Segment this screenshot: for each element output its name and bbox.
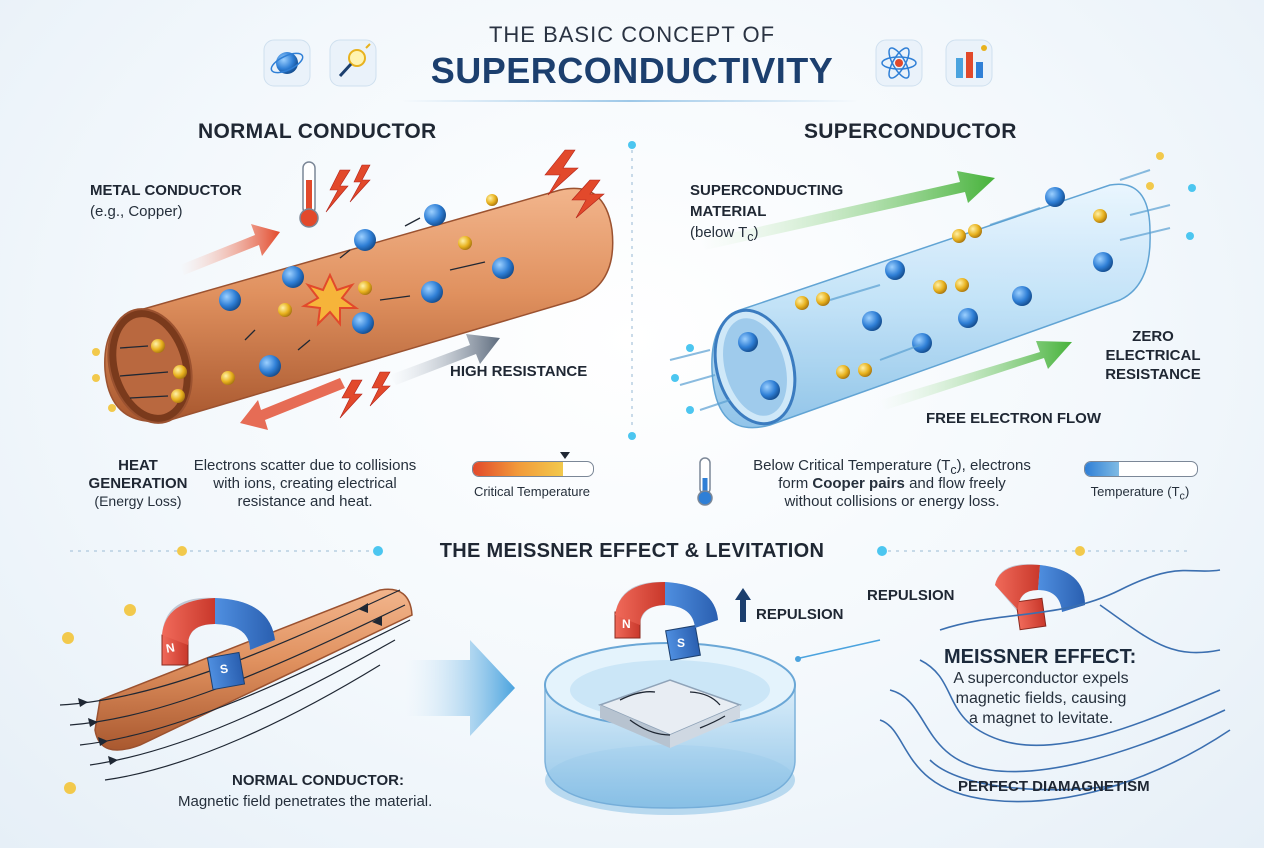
meissner-effect-desc-3: a magnet to levitate. xyxy=(968,710,1114,727)
repulsion-center-label: REPULSION xyxy=(756,606,844,623)
temperature-label-sub: c xyxy=(1179,490,1185,503)
cryogenic-tank xyxy=(544,642,796,815)
header-subtitle: THE BASIC CONCEPT OF xyxy=(488,22,776,47)
temperature-bar xyxy=(1084,461,1198,477)
flowing-electrons xyxy=(738,187,1113,400)
sc-desc-1sub: c xyxy=(950,463,957,477)
copper-tube xyxy=(104,187,614,424)
cooper-pairs-term: Cooper pairs xyxy=(812,475,905,492)
repulsion-up-arrow xyxy=(735,588,751,622)
temperature-fill xyxy=(1085,462,1119,476)
atom-orbit-header-icon xyxy=(875,39,923,87)
current-out-arrow-green xyxy=(880,341,1072,410)
magnet-s-pole-center: S xyxy=(677,636,686,650)
sc-material-3-end: ) xyxy=(753,224,759,241)
sc-desc-1: Below Critical Temperature (Tc), electro… xyxy=(722,457,1062,477)
repulsion-right-label: REPULSION xyxy=(867,587,955,604)
sc-material-3-sub: c xyxy=(747,230,754,244)
current-in-arrow xyxy=(180,224,280,275)
normal-conductor-caption: Magnetic field penetrates the material. xyxy=(178,793,433,810)
magnifier-header-icon xyxy=(329,39,377,87)
expelled-field-lines xyxy=(879,569,1231,803)
critical-temp-marker xyxy=(560,452,570,459)
normal-desc-3: resistance and heat. xyxy=(237,493,373,510)
heat-subtitle: (Energy Loss) xyxy=(94,493,182,509)
meissner-effect-title: MEISSNER EFFECT: xyxy=(944,646,1137,668)
zero-label-1: ZERO xyxy=(1132,328,1174,345)
temperature-label-text: Temperature (T xyxy=(1090,484,1180,499)
lightning-icon xyxy=(325,149,605,419)
resistance-arrow xyxy=(390,334,500,385)
header-underline xyxy=(402,100,858,102)
sparkle-dots xyxy=(671,184,1196,414)
high-resistance-label: HIGH RESISTANCE xyxy=(450,363,588,380)
critical-temp-label: Critical Temperature xyxy=(473,484,591,499)
zero-label-2: ELECTRICAL xyxy=(1105,347,1201,364)
magnet-levitating xyxy=(614,581,718,661)
metal-conductor-example: (e.g., Copper) xyxy=(90,203,183,220)
temperature-label: Temperature (Tc) xyxy=(1070,484,1210,503)
magnet-n-pole-center: N xyxy=(622,617,631,631)
magnet-right xyxy=(995,564,1085,631)
normal-desc-1: Electrons scatter due to collisions xyxy=(193,457,417,474)
critical-temp-fill xyxy=(473,462,563,476)
sc-desc-1b: ), electrons xyxy=(956,457,1031,474)
critical-temp-bar xyxy=(472,461,594,477)
tank-field-swirls xyxy=(619,691,726,736)
meissner-effect-desc-1: A superconductor expels xyxy=(953,670,1129,687)
scatter-arrows xyxy=(119,217,486,399)
superconductor-title: SUPERCONDUCTOR xyxy=(804,120,1017,143)
normal-conductor-caption-title: NORMAL CONDUCTOR: xyxy=(232,772,404,789)
sc-desc-2a: form xyxy=(778,475,813,492)
current-in-arrow-green xyxy=(700,171,995,250)
atom-header-icon xyxy=(263,39,311,87)
thermometer-cold-icon xyxy=(697,457,713,506)
normal-desc-2: with ions, creating electrical xyxy=(213,475,397,492)
meissner-effect-desc-2: magnetic fields, causing xyxy=(955,690,1127,707)
temperature-label-end: ) xyxy=(1184,484,1190,499)
sc-material-2: MATERIAL xyxy=(690,203,767,220)
collision-icon xyxy=(300,272,360,327)
scattering-electrons xyxy=(92,194,514,412)
sc-material-3: (below Tc) xyxy=(690,224,759,244)
header-title: SUPERCONDUCTIVITY xyxy=(430,50,834,91)
zero-label-3: RESISTANCE xyxy=(1105,366,1201,383)
flow-streaks xyxy=(669,169,1171,411)
heat-title-2: GENERATION xyxy=(88,475,188,492)
transition-arrow xyxy=(405,640,515,736)
perfect-diamagnetism-label: PERFECT DIAMAGNETISM xyxy=(958,778,1150,795)
current-out-arrow xyxy=(240,378,345,430)
magnet-left xyxy=(161,597,275,691)
heat-title-1: HEAT xyxy=(118,457,158,474)
field-arrowheads xyxy=(78,603,382,765)
free-flow-label: FREE ELECTRON FLOW xyxy=(926,410,1101,427)
sc-desc-2b: and flow freely xyxy=(904,475,1006,492)
lab-flask-header-icon xyxy=(945,39,993,87)
thermometer-hot-icon xyxy=(299,161,319,228)
sc-material-3-text: (below T xyxy=(690,224,748,241)
normal-conductor-title: NORMAL CONDUCTOR xyxy=(198,120,437,143)
sc-desc-2: form Cooper pairs and flow freely xyxy=(722,475,1062,492)
meissner-section-title: THE MEISSNER EFFECT & LEVITATION xyxy=(439,540,825,562)
sc-material-1: SUPERCONDUCTING xyxy=(690,182,844,199)
sc-desc-3: without collisions or energy loss. xyxy=(784,493,1000,510)
sc-desc-1a: Below Critical Temperature (T xyxy=(753,457,951,474)
cooper-pairs xyxy=(795,152,1164,379)
metal-conductor-label: METAL CONDUCTOR xyxy=(90,182,242,199)
